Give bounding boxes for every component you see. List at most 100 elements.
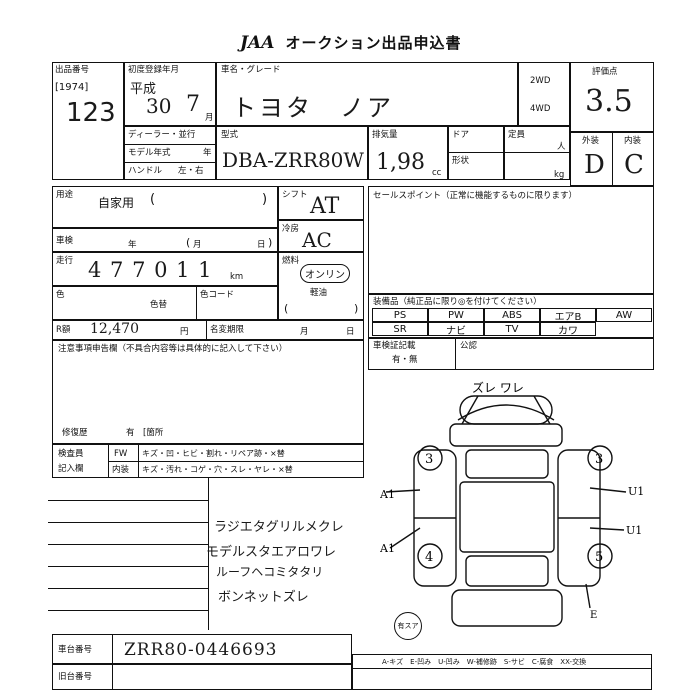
diagram-right-mark-1: U1 [628, 485, 644, 498]
equipment-box [368, 294, 654, 338]
notes-label: 注意事項申告欄（不具合内容等は具体的に記入して下さい） [58, 344, 288, 354]
inspection-month: 月 [193, 240, 202, 250]
equipment-label: 装備品（純正品に限り◎を付けてください） [373, 297, 542, 307]
inspection-day: 日 [257, 240, 266, 250]
interior-grade: C [624, 150, 644, 180]
fuel-paren-open: ( [284, 302, 289, 315]
shape-label: 形状 [452, 156, 470, 166]
mileage-unit: km [230, 272, 244, 282]
recycle-label: R額 [56, 325, 71, 335]
diagram-top-note: ズレ ワレ [472, 380, 524, 395]
capacity-unit: 人 [557, 142, 566, 152]
lot-label: 出品番号 [55, 65, 90, 75]
first-reg-box [124, 62, 216, 126]
shift-value: AT [310, 194, 340, 219]
remark-3: ルーフヘコミタタリ [216, 565, 324, 579]
remark-4: ボンネットズレ [218, 590, 309, 605]
aircon-label: 冷房 [282, 224, 300, 234]
inspection-year: 年 [128, 240, 137, 250]
old-chassis-box [52, 664, 352, 690]
score-value: 3.5 [585, 84, 633, 119]
drive-box [518, 62, 570, 126]
form-title: オークション出品申込書 [285, 34, 462, 52]
equipment-cell: AW [596, 308, 652, 322]
diagram-right-mark-2: U1 [626, 524, 642, 537]
color-label: 色 [56, 290, 65, 300]
mileage-box [52, 252, 278, 286]
dealer-box [124, 126, 216, 180]
aircon-value: AC [302, 228, 332, 252]
fuel-value: オンリン [300, 264, 350, 283]
inspector-fw: FW [114, 449, 128, 459]
car-damage-diagram: ズレ ワレ A1 A1 U1 U1 3 3 4 5 E [380, 380, 644, 627]
handle-label: ハンドル [128, 166, 163, 176]
company-logo: JAA [240, 33, 275, 53]
shift-box [278, 186, 364, 220]
color-code-label: 色コード [200, 290, 235, 300]
model-value: DBA-ZRR80W [222, 148, 364, 172]
chassis-box [52, 634, 352, 664]
equipment-cell: SR [372, 322, 428, 336]
model-label: 型式 [221, 130, 239, 140]
inspector-int-text: キズ・汚れ・コゲ・穴・スレ・ヤレ・×替 [142, 465, 293, 474]
usage-paren-open: ( [150, 192, 156, 207]
recycle-box [52, 320, 364, 340]
wheel-mark-rr: 5 [595, 550, 603, 565]
notes-box [52, 340, 364, 444]
equipment-cell: TV [484, 322, 540, 336]
mileage-label: 走行 [56, 256, 74, 266]
interior-label: 内装 [624, 136, 642, 146]
mileage-value: 4 7 7 0 1 1 [88, 258, 213, 282]
handle-options: 左・右 [178, 166, 204, 176]
exterior-label: 外装 [582, 136, 600, 146]
name-change-day: 日 [346, 327, 355, 337]
capacity-label: 定員 [508, 130, 526, 140]
history-label: 修復歴 [62, 428, 88, 438]
model-year-label: モデル年式 [128, 148, 171, 158]
doors-box [448, 126, 504, 180]
first-reg-year: 30 [146, 94, 172, 118]
first-reg-label: 初度登録年月 [128, 65, 180, 75]
lot-number: 123 [66, 98, 116, 128]
registration-box [368, 338, 654, 370]
sales-point-label: セールスポイント（正常に機能するものに限ります） [373, 191, 578, 201]
diagram-left-mark-2: A1 [380, 542, 395, 555]
fuel-option: 軽油 [310, 288, 328, 298]
recycle-value: 12,470 [90, 321, 139, 337]
recycle-unit: 円 [180, 327, 189, 337]
legend-box [352, 654, 652, 690]
usage-value: 自家用 [98, 196, 135, 210]
wheel-mark-rl: 4 [425, 550, 433, 565]
model-box [216, 126, 368, 180]
diagram-stamp: 有スア [394, 612, 422, 640]
usage-paren-close: ) [262, 192, 268, 207]
aircon-box [278, 220, 364, 252]
first-reg-month: 7 [186, 92, 200, 117]
usage-box [52, 186, 278, 228]
public-label: 公認 [460, 341, 478, 351]
chassis-label: 車台番号 [58, 645, 93, 655]
sales-point-box [368, 186, 654, 294]
name-change-label: 名変期限 [210, 325, 245, 335]
inspector-interior: 内装 [112, 465, 130, 475]
doors-label: ドア [452, 130, 470, 140]
displacement-value: 1,98 [376, 150, 425, 175]
inspection-label: 車検 [56, 236, 74, 246]
equipment-cell: PS [372, 308, 428, 322]
chassis-value: ZRR80-0446693 [124, 640, 278, 660]
remark-1: ラジエタグリルメクレ [214, 520, 344, 535]
first-reg-era: 平成 [130, 82, 157, 97]
diagram-left-mark-1: A1 [380, 488, 395, 501]
history-value: 有 [箇所 [126, 428, 164, 438]
wheel-mark-fl: 3 [425, 452, 433, 467]
inspection-box [52, 228, 278, 252]
drive-2wd: 2WD [530, 76, 551, 86]
load-unit: kg [554, 170, 565, 180]
drive-4wd: 4WD [530, 104, 551, 114]
equipment-cell: ナビ [428, 322, 484, 337]
wheel-mark-fr: 3 [595, 452, 603, 467]
exterior-grade: D [584, 150, 605, 180]
registration-options: 有・無 [392, 355, 418, 365]
diagram-stamp-text: 有スア [397, 622, 419, 630]
first-reg-month-unit: 月 [205, 113, 214, 123]
